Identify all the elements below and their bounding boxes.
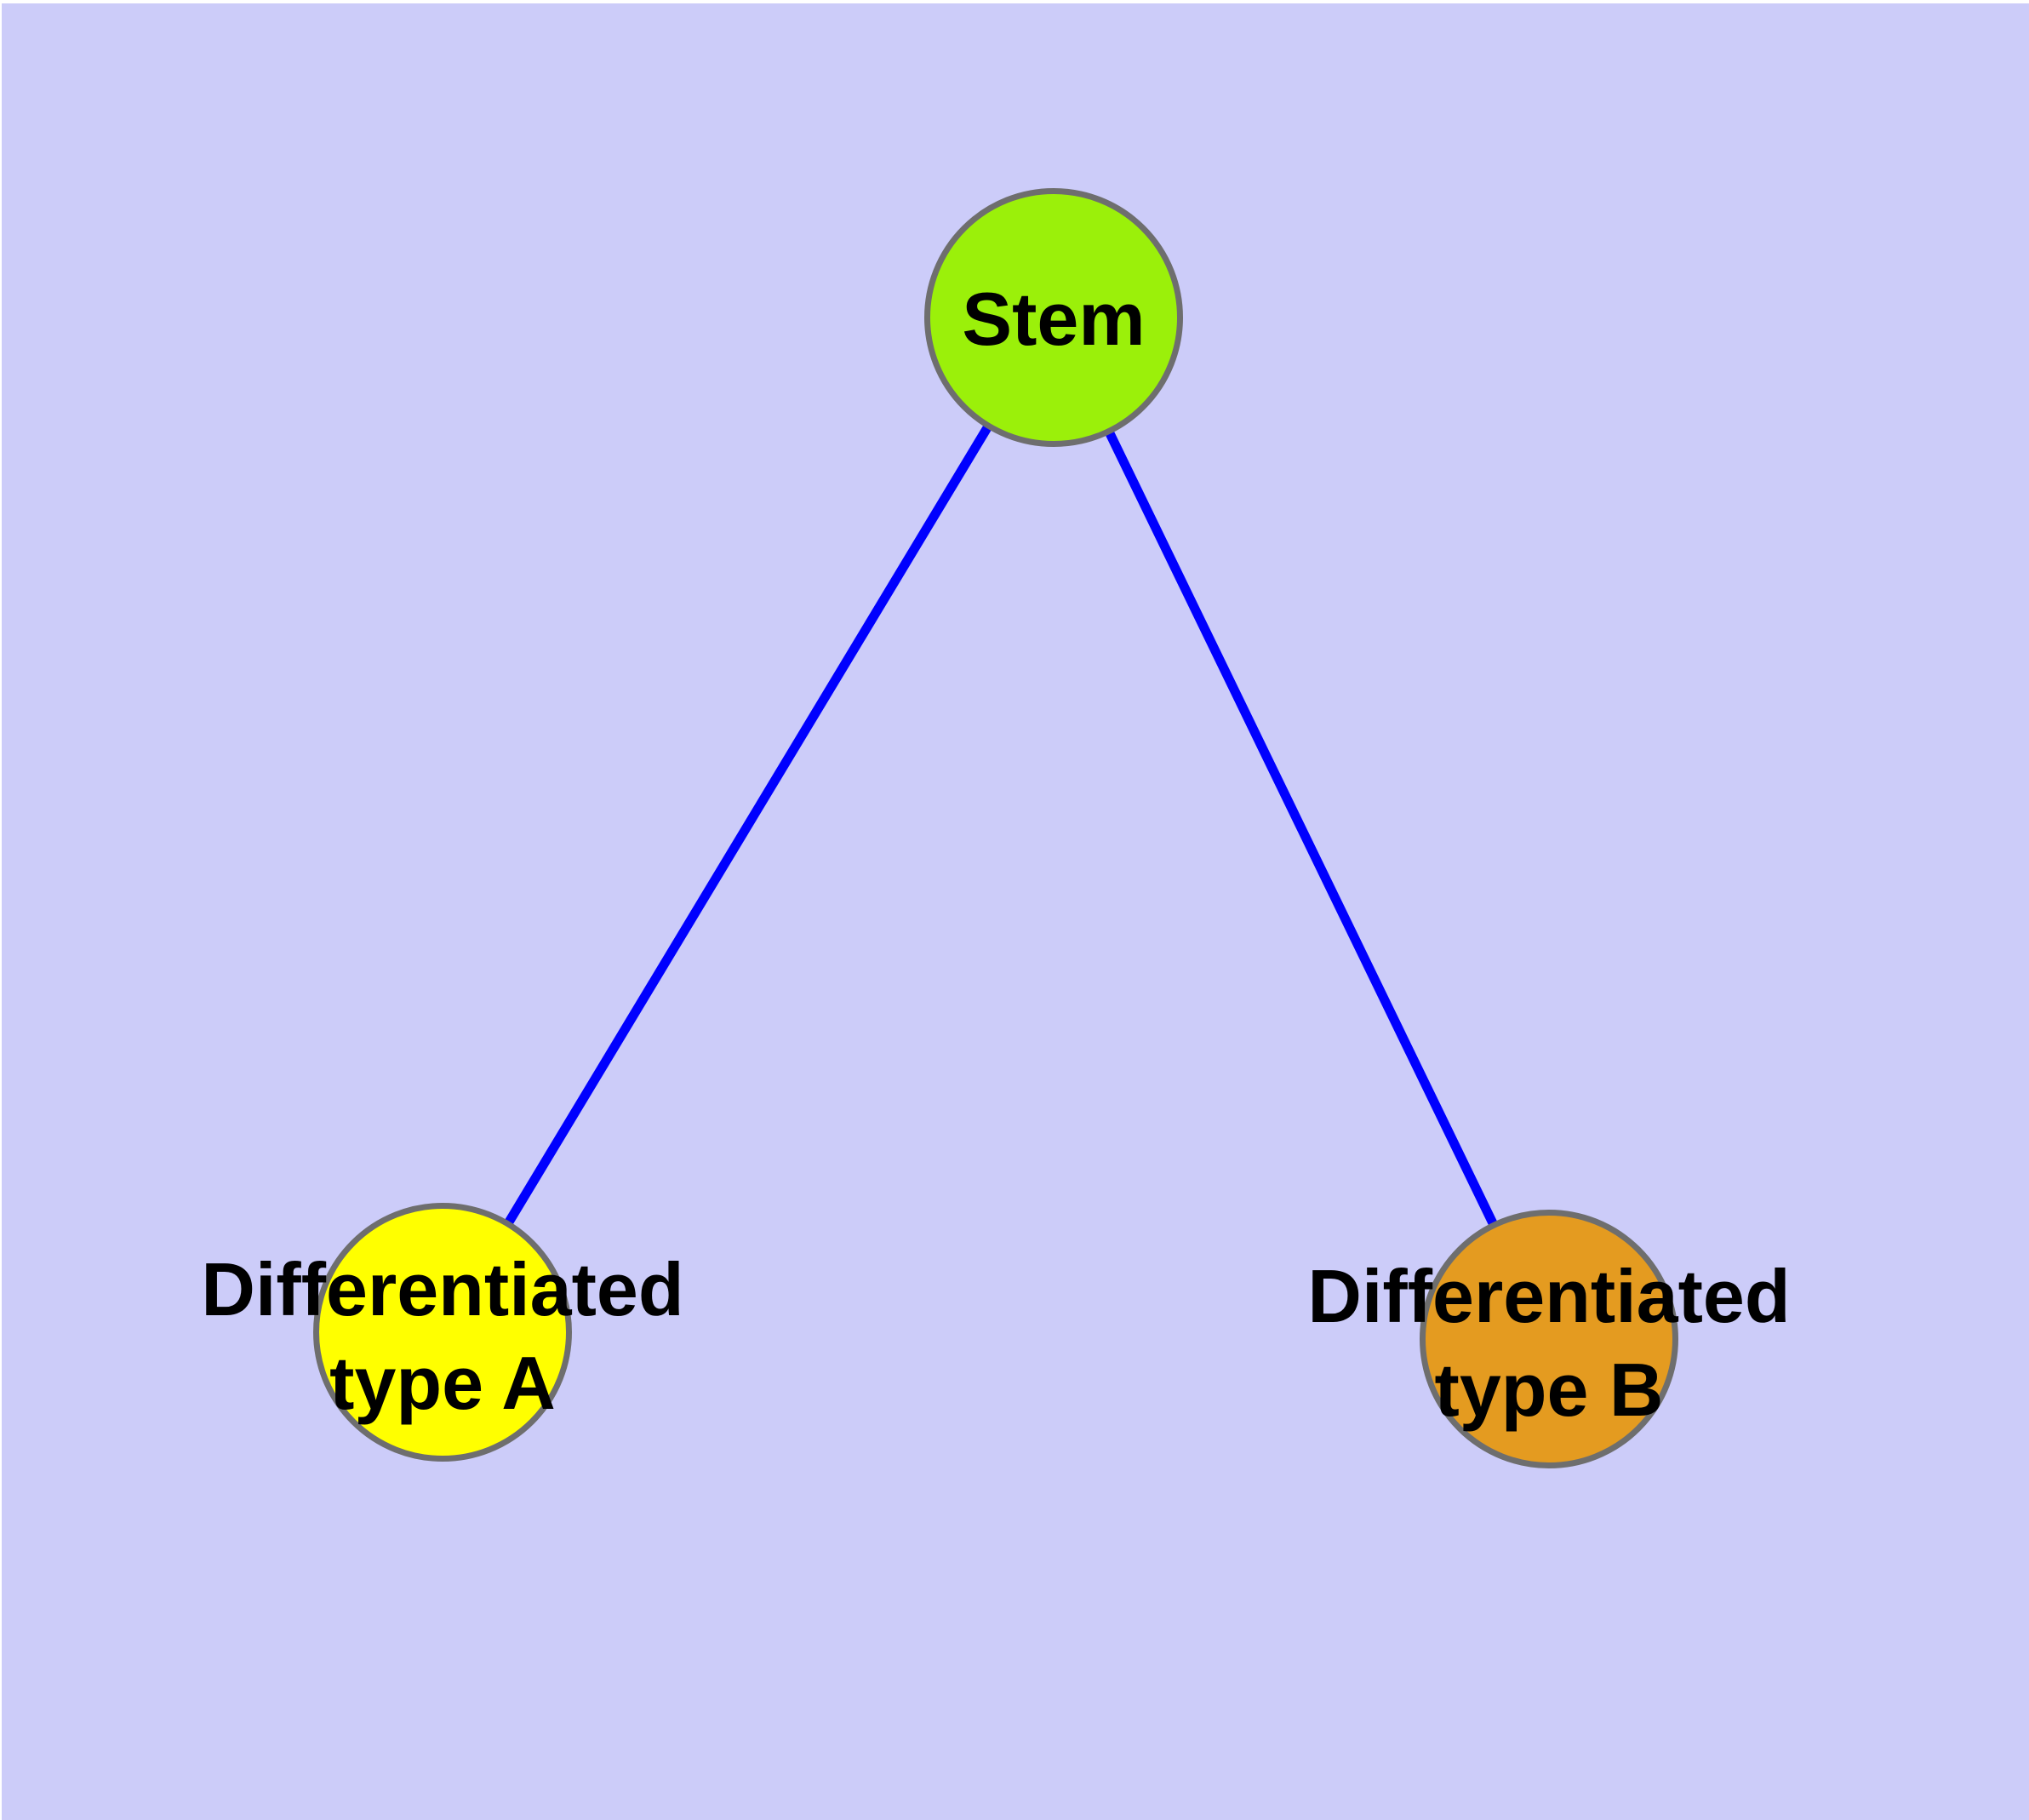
node-label-type-a-line2: type A	[329, 1341, 556, 1425]
node-label-type-a: Differentiated type A	[201, 1243, 683, 1430]
node-label-type-b-line1: Differentiated	[1307, 1254, 1791, 1338]
node-differentiated-type-a: Differentiated type A	[201, 1203, 684, 1462]
canvas-top-margin	[0, 0, 2029, 3]
node-label-stem: Stem	[962, 272, 1145, 366]
node-stem: Stem	[924, 188, 1183, 447]
edge-stem-to-type-b	[1049, 315, 1553, 1342]
canvas-left-margin	[0, 0, 2, 1820]
node-differentiated-type-b: Differentiated type B	[1307, 1210, 1791, 1468]
node-label-type-b-line2: type B	[1434, 1348, 1664, 1432]
node-label-type-a-line1: Differentiated	[201, 1247, 684, 1331]
edge-stem-to-type-a	[438, 315, 1058, 1335]
node-label-type-b: Differentiated type B	[1307, 1250, 1790, 1437]
node-label-stem-text: Stem	[962, 277, 1146, 361]
